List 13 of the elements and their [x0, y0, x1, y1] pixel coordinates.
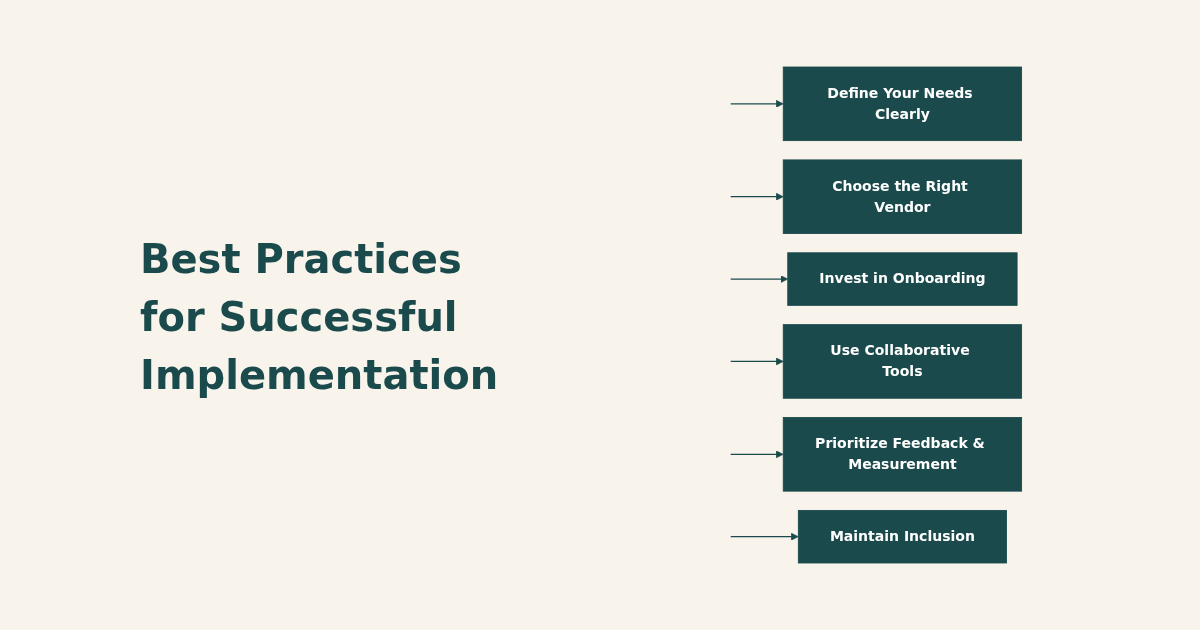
arrow: [730, 357, 784, 366]
node-box: Define Your Needs Clearly: [782, 66, 1023, 142]
title: Best Practices for Successful Implementation: [140, 235, 500, 400]
node-box: Invest in Onboarding: [787, 252, 1018, 306]
arrow: [730, 99, 784, 108]
node-box: Prioritize Feedback & Measurement: [782, 417, 1023, 492]
arrow: [730, 192, 784, 201]
node-box: Use Collaborative Tools: [782, 324, 1023, 399]
node-box: Choose the Right Vendor: [782, 159, 1023, 234]
node-box: Maintain Inclusion: [797, 509, 1007, 564]
arrow: [730, 275, 789, 283]
arrow: [730, 532, 799, 541]
arrow: [730, 450, 784, 459]
